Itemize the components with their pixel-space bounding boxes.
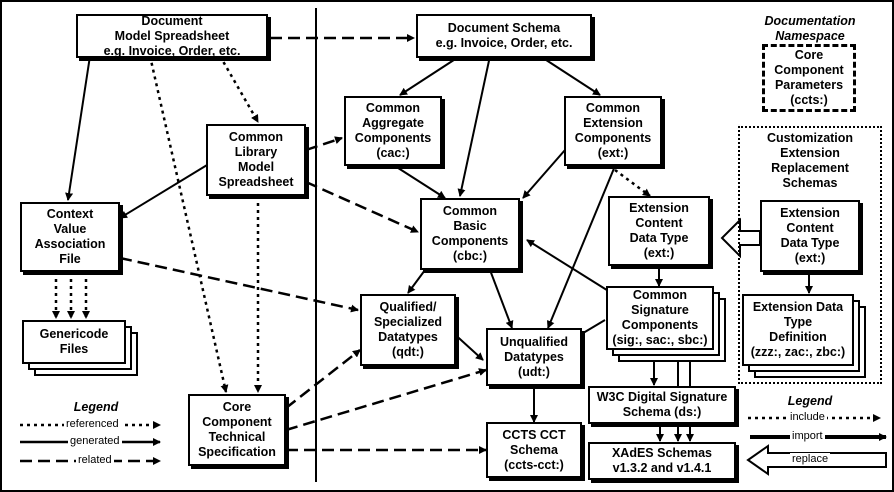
edge-docmodel-context [65,55,91,201]
legend-right-import: import [790,430,825,442]
doc-model-spreadsheet-box[interactable]: Document Model Spreadsheet e.g. Invoice,… [76,14,268,58]
customization-region [738,126,882,384]
edge-docmodel-ccts [148,55,229,393]
ext-content-data-type-replacement-box[interactable]: Extension Content Data Type (ext:) [760,200,860,272]
legend-left-referenced: referenced [64,418,121,430]
edge-cbc-udt [489,269,514,329]
edge-sig-cbc [526,239,611,293]
ccts-params-box[interactable]: Core Component Parameters (ccts:) [762,44,856,112]
customization-title: Customization Extension Replacement Sche… [766,131,854,190]
edge-ext-extcontent [614,168,651,198]
edge-schema-ext [539,55,601,96]
qdt-box[interactable]: Qualified/ Specialized Datatypes (qdt:) [360,294,456,366]
cac-box[interactable]: Common Aggregate Components (cac:) [344,96,442,166]
legend-left-related: related [76,454,114,466]
edge-library-context [119,161,213,219]
ccts-spec-box[interactable]: Core Component Technical Specification [188,394,286,466]
udt-box[interactable]: Unqualified Datatypes (udt:) [486,328,582,386]
sig-box[interactable]: Common Signature Components (sig:, sac:,… [606,286,714,350]
ds-box[interactable]: W3C Digital Signature Schema (ds:) [588,386,736,424]
document-schema-box[interactable]: Document Schema e.g. Invoice, Order, etc… [416,14,592,58]
legend-right-include: include [788,411,827,423]
cbc-box[interactable]: Common Basic Components (cbc:) [420,198,520,270]
legend-right-replace: replace [790,453,831,465]
edge-library-cac [305,136,343,152]
edge-schema-cac [399,55,461,96]
edge-schema-cbc [457,55,491,197]
genericode-files-box[interactable]: Genericode Files [22,320,126,364]
ccts-cct-box[interactable]: CCTS CCT Schema (ccts-cct:) [486,422,582,478]
ext-content-data-type-box[interactable]: Extension Content Data Type (ext:) [608,196,710,266]
ext-box[interactable]: Common Extension Components (ext:) [564,96,662,166]
legend-right-title: Legend [787,394,833,408]
replace-arrow [720,217,761,259]
ext-data-type-definition-box[interactable]: Extension Data Type Definition (zzz:, za… [742,294,854,366]
common-library-model-box[interactable]: Common Library Model Spreadsheet [206,124,306,196]
edge-ccts-qdt [285,349,361,409]
context-value-box[interactable]: Context Value Association File [20,202,120,272]
edge-context-qdt [119,256,359,313]
edge-ext-cbc [522,149,566,199]
edge-ext-udt [546,165,616,329]
edge-docmodel-library [218,55,260,123]
legend-left-title: Legend [73,400,119,414]
legend-left-generated: generated [68,435,122,447]
edge-cbc-qdt [407,269,426,294]
edge-cac-cbc [394,165,446,199]
doc-namespace-title: Documentation Namespace [764,14,856,43]
edge-library-cbc [305,180,419,234]
xades-box[interactable]: XAdES Schemas v1.3.2 and v1.4.1 [588,442,736,480]
